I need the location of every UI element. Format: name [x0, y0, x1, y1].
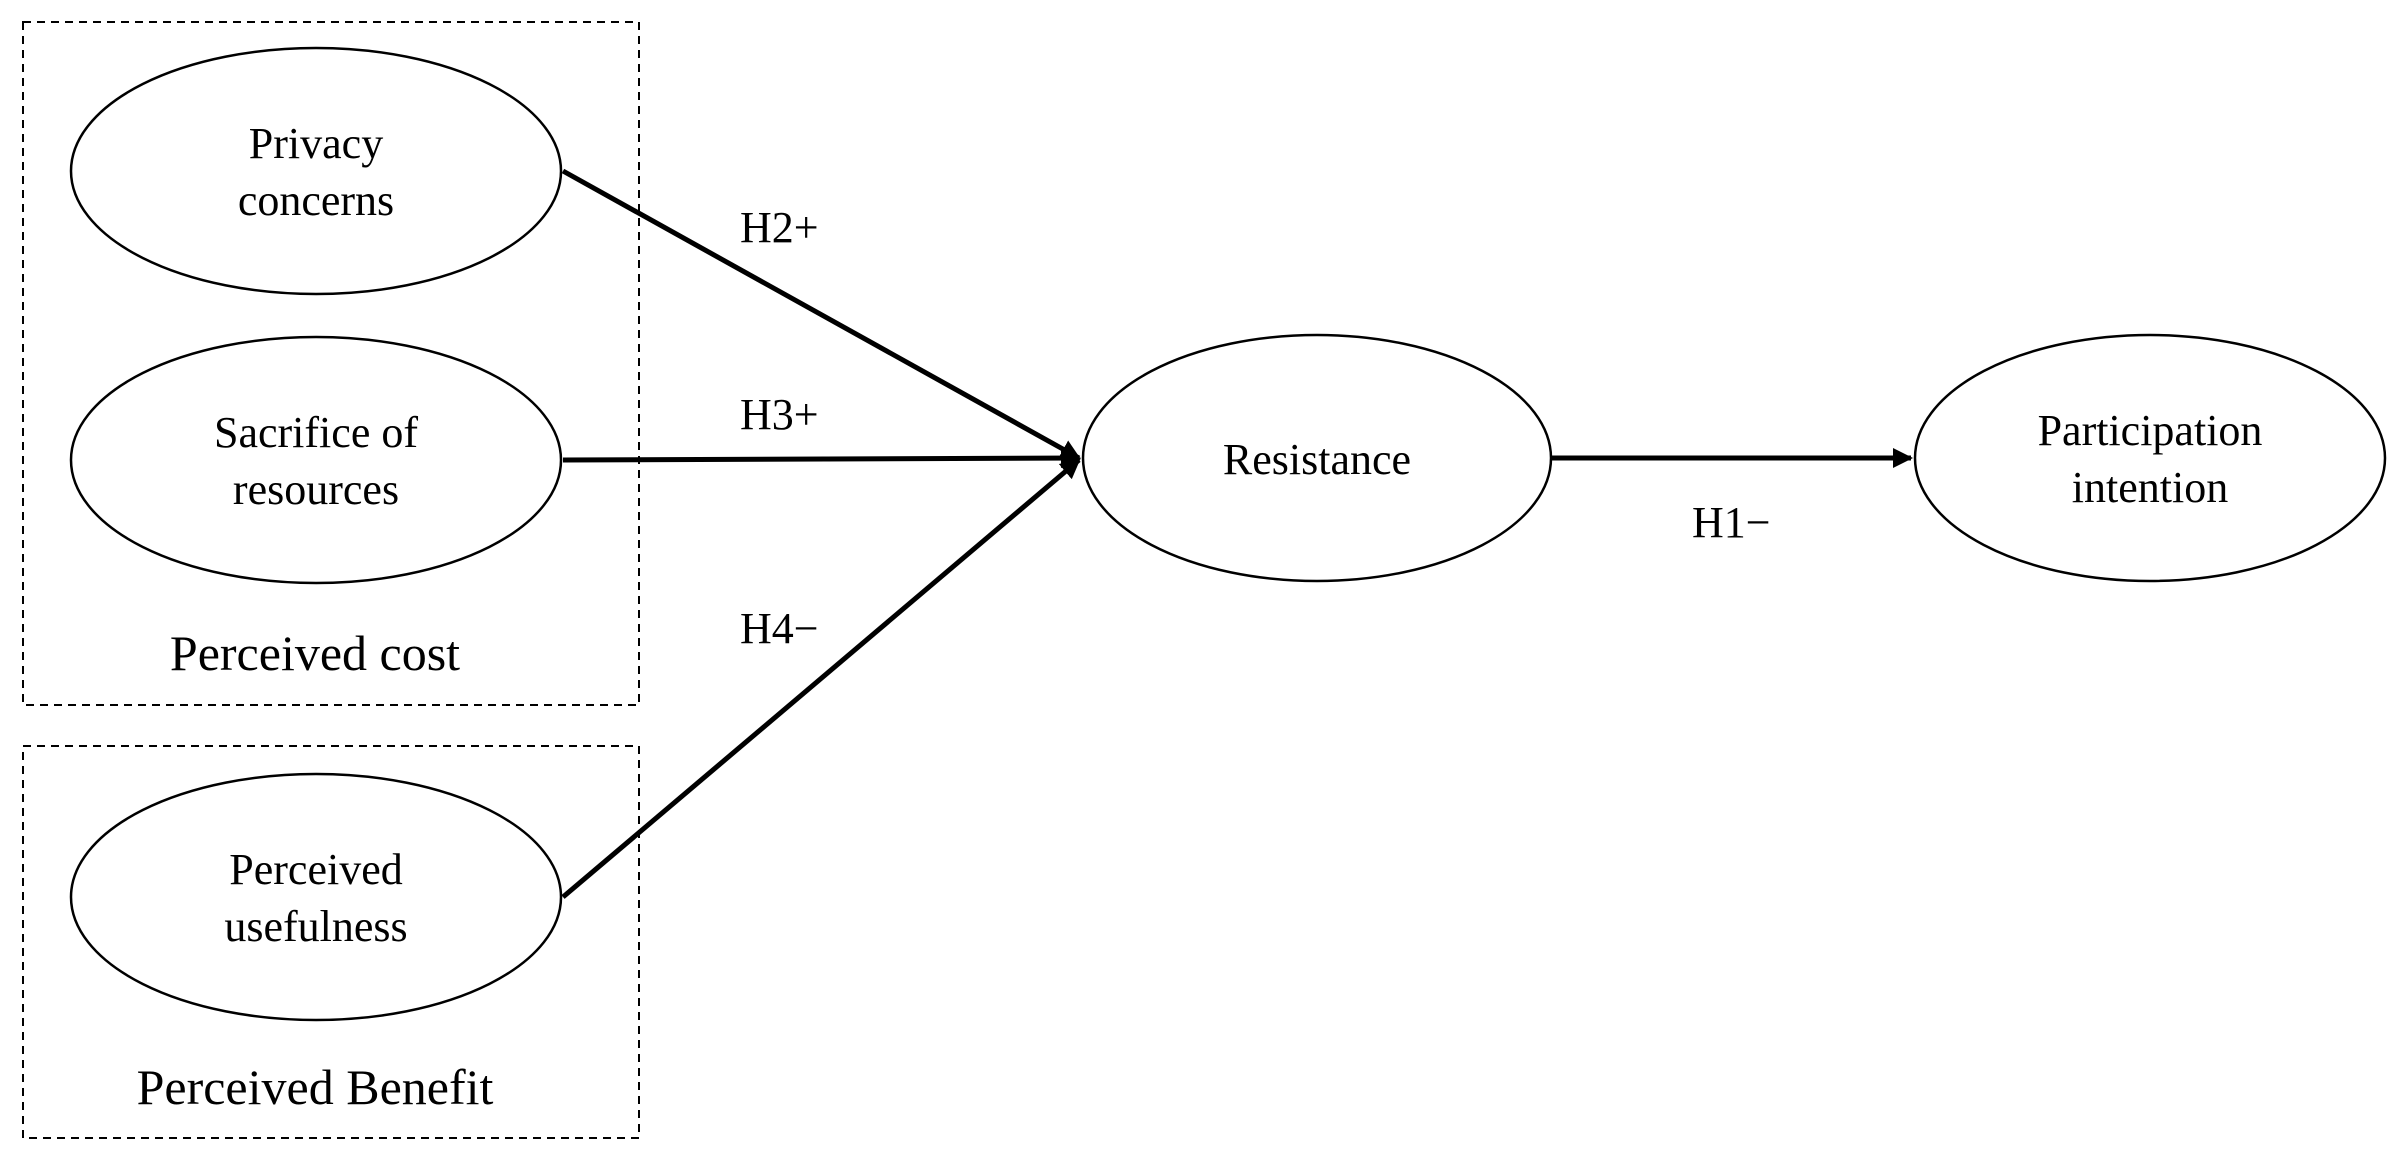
perceived-benefit-box [22, 745, 640, 1139]
perceived-cost-label: Perceived cost [170, 625, 460, 681]
node-privacy-concerns-line1: Privacy [249, 119, 383, 168]
node-perceived-usefulness: Perceived usefulness [69, 772, 563, 1022]
edge-h2-privacy-to-resistance [561, 168, 1081, 461]
node-resistance: Resistance [1081, 333, 1553, 583]
node-sacrifice-of-resources: Sacrifice of resources [69, 335, 563, 585]
perceived-cost-group: Perceived cost [22, 21, 640, 706]
edge-h4-usefulness-to-resistance [561, 458, 1081, 899]
edge-label-h2: H2+ [740, 203, 819, 252]
perceived-benefit-group: Perceived Benefit [22, 745, 640, 1139]
node-participation-intention-ellipse [1913, 333, 2387, 583]
node-sacrifice-of-resources-ellipse [69, 335, 563, 585]
edge-h3-sacrifice-to-resistance [562, 448, 1081, 469]
perceived-benefit-label: Perceived Benefit [137, 1059, 494, 1115]
node-perceived-usefulness-ellipse [69, 772, 563, 1022]
edge-label-h3: H3+ [740, 390, 819, 439]
edge-label-h4: H4− [740, 604, 819, 653]
node-sacrifice-of-resources-line2: resources [233, 465, 399, 514]
node-resistance-ellipse [1081, 333, 1553, 583]
node-participation-intention-line1: Participation [2038, 406, 2263, 455]
node-privacy-concerns-ellipse [69, 46, 563, 296]
perceived-cost-box [22, 21, 640, 706]
node-participation-intention: Participation intention [1913, 333, 2387, 583]
node-participation-intention-line2: intention [2072, 463, 2228, 512]
node-perceived-usefulness-line1: Perceived [229, 845, 402, 894]
node-perceived-usefulness-line2: usefulness [224, 902, 407, 951]
node-resistance-label: Resistance [1223, 435, 1411, 484]
node-privacy-concerns: Privacy concerns [69, 46, 563, 296]
edge-label-h1: H1− [1692, 498, 1771, 547]
node-sacrifice-of-resources-line1: Sacrifice of [214, 408, 418, 457]
node-privacy-concerns-line2: concerns [238, 176, 394, 225]
